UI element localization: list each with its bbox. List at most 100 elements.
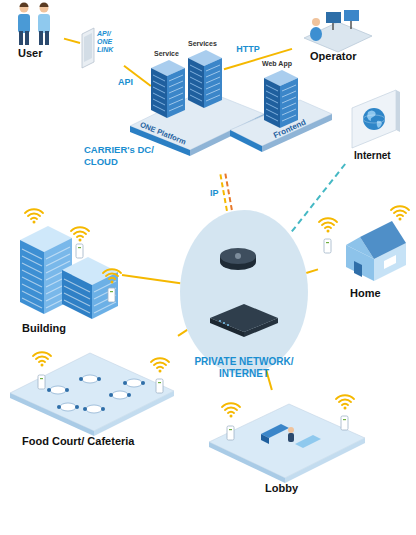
server-rack-shape-part [188, 58, 204, 108]
server-rack: Web App [262, 60, 300, 130]
user-figure-shape-part [20, 4, 29, 13]
server-rack-shape-part [266, 103, 278, 109]
node-label: Web App [262, 60, 292, 67]
food-court-site-shape-part-part [50, 386, 66, 394]
user-figure-shape-part [20, 3, 29, 8]
server-rack-shape-part [153, 75, 165, 81]
home-site-shape-part [319, 218, 337, 232]
operator-desk-shape-part [310, 27, 322, 41]
operator-desk: Operator [292, 8, 378, 64]
server-rack-shape-part [206, 89, 220, 95]
food-court-site-shape-part [10, 393, 94, 436]
network-ellipse: PRIVATE NETWORK/ INTERNET [180, 210, 308, 374]
lobby-site-shape-part [295, 435, 321, 448]
server-rack-shape-part [282, 85, 296, 91]
home-site-shape-part-part [394, 211, 406, 213]
server-rack-shape-part [190, 89, 202, 95]
node-label: Food Court/ Cafeteria [22, 435, 182, 447]
operator-desk-shape-part [312, 18, 320, 26]
food-court-site-shape-part [50, 375, 142, 413]
internet-globe-shape-part [352, 90, 396, 148]
node-label: API/ ONE LINK [97, 30, 125, 54]
food-court-site-shape-part-part [123, 381, 127, 385]
lobby-site-shape-part-part [339, 400, 351, 402]
food-court-site-shape [8, 335, 178, 450]
operator-desk-shape-part [304, 22, 372, 52]
server-rack-shape-part [282, 109, 296, 115]
food-court-site-shape-part-part [33, 352, 51, 356]
server-rack-shape-part [282, 97, 296, 103]
node-label: Service [154, 50, 179, 57]
food-court-site-shape-part [151, 358, 169, 372]
operator-desk-shape-part [344, 10, 359, 21]
food-court-site-shape-part-part [97, 377, 101, 381]
network-ellipse-shape [180, 210, 308, 374]
lobby-site-shape-part [261, 424, 289, 438]
server-rack-shape [150, 50, 186, 120]
food-court-site-shape-part-part [41, 364, 44, 367]
lobby-site-shape-part [209, 442, 285, 483]
food-court-site-shape-part-part [159, 370, 162, 373]
building-site-shape-part [62, 270, 92, 319]
food-court-site-shape-part-part [127, 393, 131, 397]
food-court-site-shape-part-part [47, 388, 51, 392]
lobby-site-shape-part [343, 419, 346, 420]
building-site-shape-part-part [103, 269, 121, 273]
food-court-site-shape-part [38, 375, 45, 389]
building-site-shape-part-part [109, 278, 115, 279]
home-site-shape-part [384, 255, 396, 269]
building-site-shape-part [64, 293, 90, 306]
building-site-shape-part-part [28, 214, 40, 216]
food-court-site-shape-part-part [57, 405, 61, 409]
building-site-shape-part [78, 247, 81, 248]
building-site-shape-part [108, 288, 115, 302]
home-site-shape-part-part [399, 218, 402, 221]
connector-line [122, 275, 180, 283]
building-site-shape-part [46, 254, 70, 266]
lobby-site-shape-part [209, 404, 365, 478]
network-ellipse-shape-part [235, 253, 241, 259]
building-site-shape-part [64, 300, 90, 313]
node-label: User [18, 47, 42, 59]
network-ellipse-shape-part [220, 248, 256, 264]
building-site-shape-part [71, 227, 89, 241]
server-rack-shape [262, 60, 300, 130]
lobby-site-shape-part-part [222, 403, 240, 407]
user-figure: User [8, 0, 64, 62]
connector-line [306, 269, 318, 273]
network-ellipse-shape-part [244, 318, 278, 337]
building-site-shape-part-part [77, 236, 83, 237]
connector [220, 174, 232, 213]
network-ellipse-shape-part [180, 210, 308, 374]
server-rack-shape-part [169, 105, 183, 111]
operator-desk-shape-part [350, 21, 352, 29]
food-court-site-shape-part [10, 353, 174, 431]
edge-label: IP [210, 188, 219, 198]
building-site-shape-part-part [25, 209, 43, 213]
network-ellipse-shape-part [210, 304, 278, 332]
server-rack-shape-part [206, 65, 220, 71]
lobby-site-shape-part-part [342, 404, 348, 405]
lobby-site-shape-part [222, 403, 240, 417]
connector-line [290, 164, 346, 234]
server-rack-shape-part [266, 91, 278, 97]
lobby-site-shape-part-part [230, 415, 233, 418]
building-site-shape-part [46, 247, 70, 259]
connector [122, 275, 180, 283]
internet-globe: Internet [340, 86, 412, 164]
food-court-site-shape-part-part [60, 403, 76, 411]
food-court-site-shape-part-part [36, 357, 48, 359]
lobby-site-shape-part [261, 434, 269, 444]
internet-globe-shape-part [363, 108, 385, 130]
food-court-site-shape-part-part [109, 393, 113, 397]
carrier-cloud: CARRIER's DC/ CLOUDONE PlatformServiceSe… [84, 30, 336, 174]
lobby-site-shape-part-part [228, 412, 234, 413]
server-rack-shape-part [282, 91, 296, 97]
building-site-shape-part [64, 279, 90, 292]
food-court-site-shape-part-part [65, 388, 69, 392]
server-rack-shape [186, 40, 224, 110]
network-ellipse-shape-part [227, 324, 229, 326]
api-device-shape-part [84, 33, 92, 62]
